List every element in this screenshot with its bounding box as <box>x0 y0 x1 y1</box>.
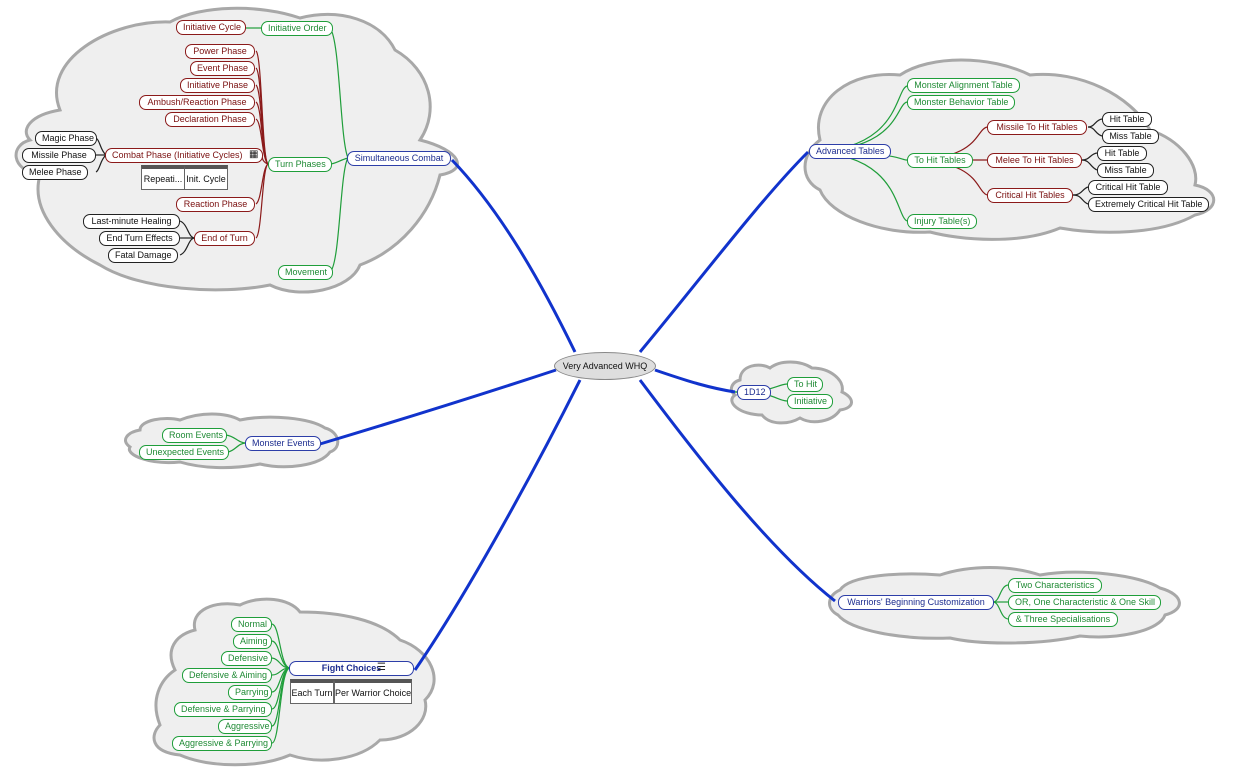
topic-missile-to-hit-tables[interactable]: Missile To Hit Tables <box>987 120 1087 135</box>
topic-d12-initiative[interactable]: Initiative <box>787 394 833 409</box>
topic-aiming[interactable]: Aiming <box>233 634 272 649</box>
topic-end-turn-effects[interactable]: End Turn Effects <box>99 231 180 246</box>
topic-ambush-reaction-phase[interactable]: Ambush/Reaction Phase <box>139 95 255 110</box>
topic-combat-phase[interactable]: Combat Phase (Initiative Cycles) <box>105 148 263 163</box>
topic-declaration-phase[interactable]: Declaration Phase <box>165 112 255 127</box>
topic-d12-to-hit[interactable]: To Hit <box>787 377 823 392</box>
fight-table-cell-each-turn: Each Turn <box>290 679 334 704</box>
red-connectors <box>255 50 988 239</box>
topic-melee-hit-table[interactable]: Hit Table <box>1097 146 1147 161</box>
topic-turn-phases[interactable]: Turn Phases <box>268 157 332 172</box>
topic-missile-phase[interactable]: Missile Phase <box>22 148 96 163</box>
topic-injury-tables[interactable]: Injury Table(s) <box>907 214 977 229</box>
combat-table-cell-cycle: Init. Cycle <box>184 165 228 190</box>
topic-initiative-cycle[interactable]: Initiative Cycle <box>176 20 246 35</box>
topic-fight-choices[interactable]: Fight Choices <box>289 661 414 676</box>
topic-event-phase[interactable]: Event Phase <box>190 61 255 76</box>
topic-aggressive-parrying[interactable]: Aggressive & Parrying <box>172 736 272 751</box>
topic-critical-hit-table[interactable]: Critical Hit Table <box>1088 180 1168 195</box>
topic-to-hit-tables[interactable]: To Hit Tables <box>907 153 973 168</box>
topic-1d12[interactable]: 1D12 <box>737 385 771 400</box>
topic-melee-phase[interactable]: Melee Phase <box>22 165 88 180</box>
topic-magic-phase[interactable]: Magic Phase <box>35 131 97 146</box>
topic-initiative-order[interactable]: Initiative Order <box>261 21 333 36</box>
topic-normal[interactable]: Normal <box>231 617 272 632</box>
topic-one-characteristic-one-skill[interactable]: OR, One Characteristic & One Skill <box>1008 595 1161 610</box>
topic-advanced-tables[interactable]: Advanced Tables <box>809 144 891 159</box>
topic-initiative-phase[interactable]: Initiative Phase <box>180 78 255 93</box>
topic-movement[interactable]: Movement <box>278 265 333 280</box>
topic-reaction-phase[interactable]: Reaction Phase <box>176 197 255 212</box>
topic-extremely-critical-hit-table[interactable]: Extremely Critical Hit Table <box>1088 197 1209 212</box>
topic-monster-behavior-table[interactable]: Monster Behavior Table <box>907 95 1015 110</box>
topic-monster-alignment-table[interactable]: Monster Alignment Table <box>907 78 1020 93</box>
topic-power-phase[interactable]: Power Phase <box>185 44 255 59</box>
fight-table-cell-per-warrior: Per Warrior Choice <box>334 679 412 704</box>
topic-warriors-customization[interactable]: Warriors' Beginning Customization <box>838 595 994 610</box>
combat-table-cell-repeat: Repeati... <box>141 165 185 190</box>
topic-missile-miss-table[interactable]: Miss Table <box>1102 129 1159 144</box>
central-topic[interactable]: Very Advanced WHQ <box>554 352 656 380</box>
topic-unexpected-events[interactable]: Unexpected Events <box>139 445 229 460</box>
topic-critical-hit-tables[interactable]: Critical Hit Tables <box>987 188 1073 203</box>
black-connectors <box>95 118 1103 256</box>
topic-fatal-damage[interactable]: Fatal Damage <box>108 248 178 263</box>
main-branches <box>319 150 836 671</box>
topic-defensive[interactable]: Defensive <box>221 651 272 666</box>
topic-aggressive[interactable]: Aggressive <box>218 719 272 734</box>
topic-parrying[interactable]: Parrying <box>228 685 272 700</box>
topic-melee-to-hit-tables[interactable]: Melee To Hit Tables <box>987 153 1082 168</box>
topic-simultaneous-combat[interactable]: Simultaneous Combat <box>347 151 451 166</box>
list-icon: ☰ <box>377 662 386 673</box>
topic-two-characteristics[interactable]: Two Characteristics <box>1008 578 1102 593</box>
topic-end-of-turn[interactable]: End of Turn <box>194 231 255 246</box>
topic-defensive-aiming[interactable]: Defensive & Aiming <box>182 668 272 683</box>
topic-melee-miss-table[interactable]: Miss Table <box>1097 163 1154 178</box>
topic-three-specialisations[interactable]: & Three Specialisations <box>1008 612 1118 627</box>
topic-defensive-parrying[interactable]: Defensive & Parrying <box>174 702 272 717</box>
topic-last-minute-healing[interactable]: Last-minute Healing <box>83 214 180 229</box>
grid-icon: ▦ <box>249 149 259 160</box>
topic-missile-hit-table[interactable]: Hit Table <box>1102 112 1152 127</box>
topic-monster-events[interactable]: Monster Events <box>245 436 321 451</box>
topic-room-events[interactable]: Room Events <box>162 428 227 443</box>
